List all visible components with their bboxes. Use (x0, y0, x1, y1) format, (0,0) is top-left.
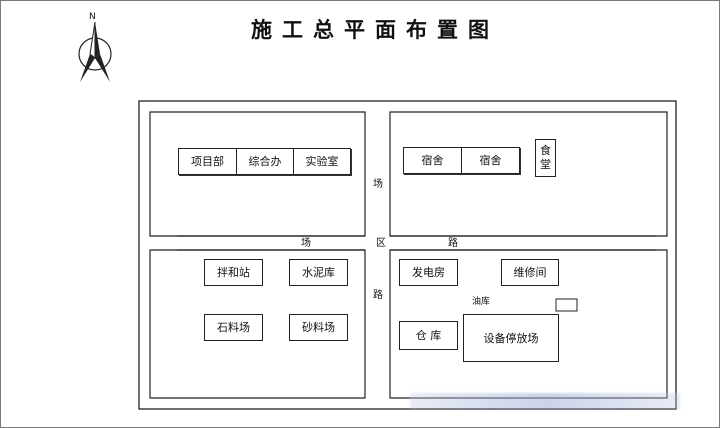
canteen-label-line1: 食 (540, 144, 551, 157)
road-label-vertical-bottom: 路 (373, 290, 383, 301)
dormitory-box-2: 宿舍 (461, 147, 520, 174)
warehouse-box: 仓 库 (399, 321, 458, 350)
laboratory-box: 实验室 (293, 148, 351, 175)
oil-depot-symbol (555, 298, 578, 312)
dormitory-box-1: 宿舍 (403, 147, 462, 174)
cement-store-box: 水泥库 (289, 259, 348, 286)
compass-north-label: N (89, 12, 96, 22)
oil-depot-label: 油库 (472, 297, 491, 307)
equipment-park-box: 设备停放场 (463, 314, 559, 362)
road-label-horizontal-right: 路 (448, 238, 458, 249)
repair-shop-box: 维修间 (501, 259, 559, 286)
blurred-watermark (410, 393, 680, 409)
canteen-box: 食 堂 (535, 139, 556, 177)
road-label-horizontal-left: 场 (301, 238, 311, 249)
site-outer-boundary (138, 100, 677, 410)
stone-yard-box: 石料场 (204, 314, 263, 341)
mixing-station-box: 拌和站 (204, 259, 263, 286)
diagram-title: 施工总平面布置图 (251, 18, 499, 42)
north-arrow-icon (78, 21, 112, 82)
sand-yard-box: 砂料场 (289, 314, 348, 341)
road-label-center: 区 (376, 238, 386, 249)
block-top-right (389, 111, 668, 237)
power-house-box: 发电房 (399, 259, 458, 286)
road-label-vertical-top: 场 (373, 179, 383, 190)
project-dept-box: 项目部 (178, 148, 237, 175)
general-office-box: 综合办 (236, 148, 294, 175)
canteen-label-line2: 堂 (540, 158, 551, 171)
